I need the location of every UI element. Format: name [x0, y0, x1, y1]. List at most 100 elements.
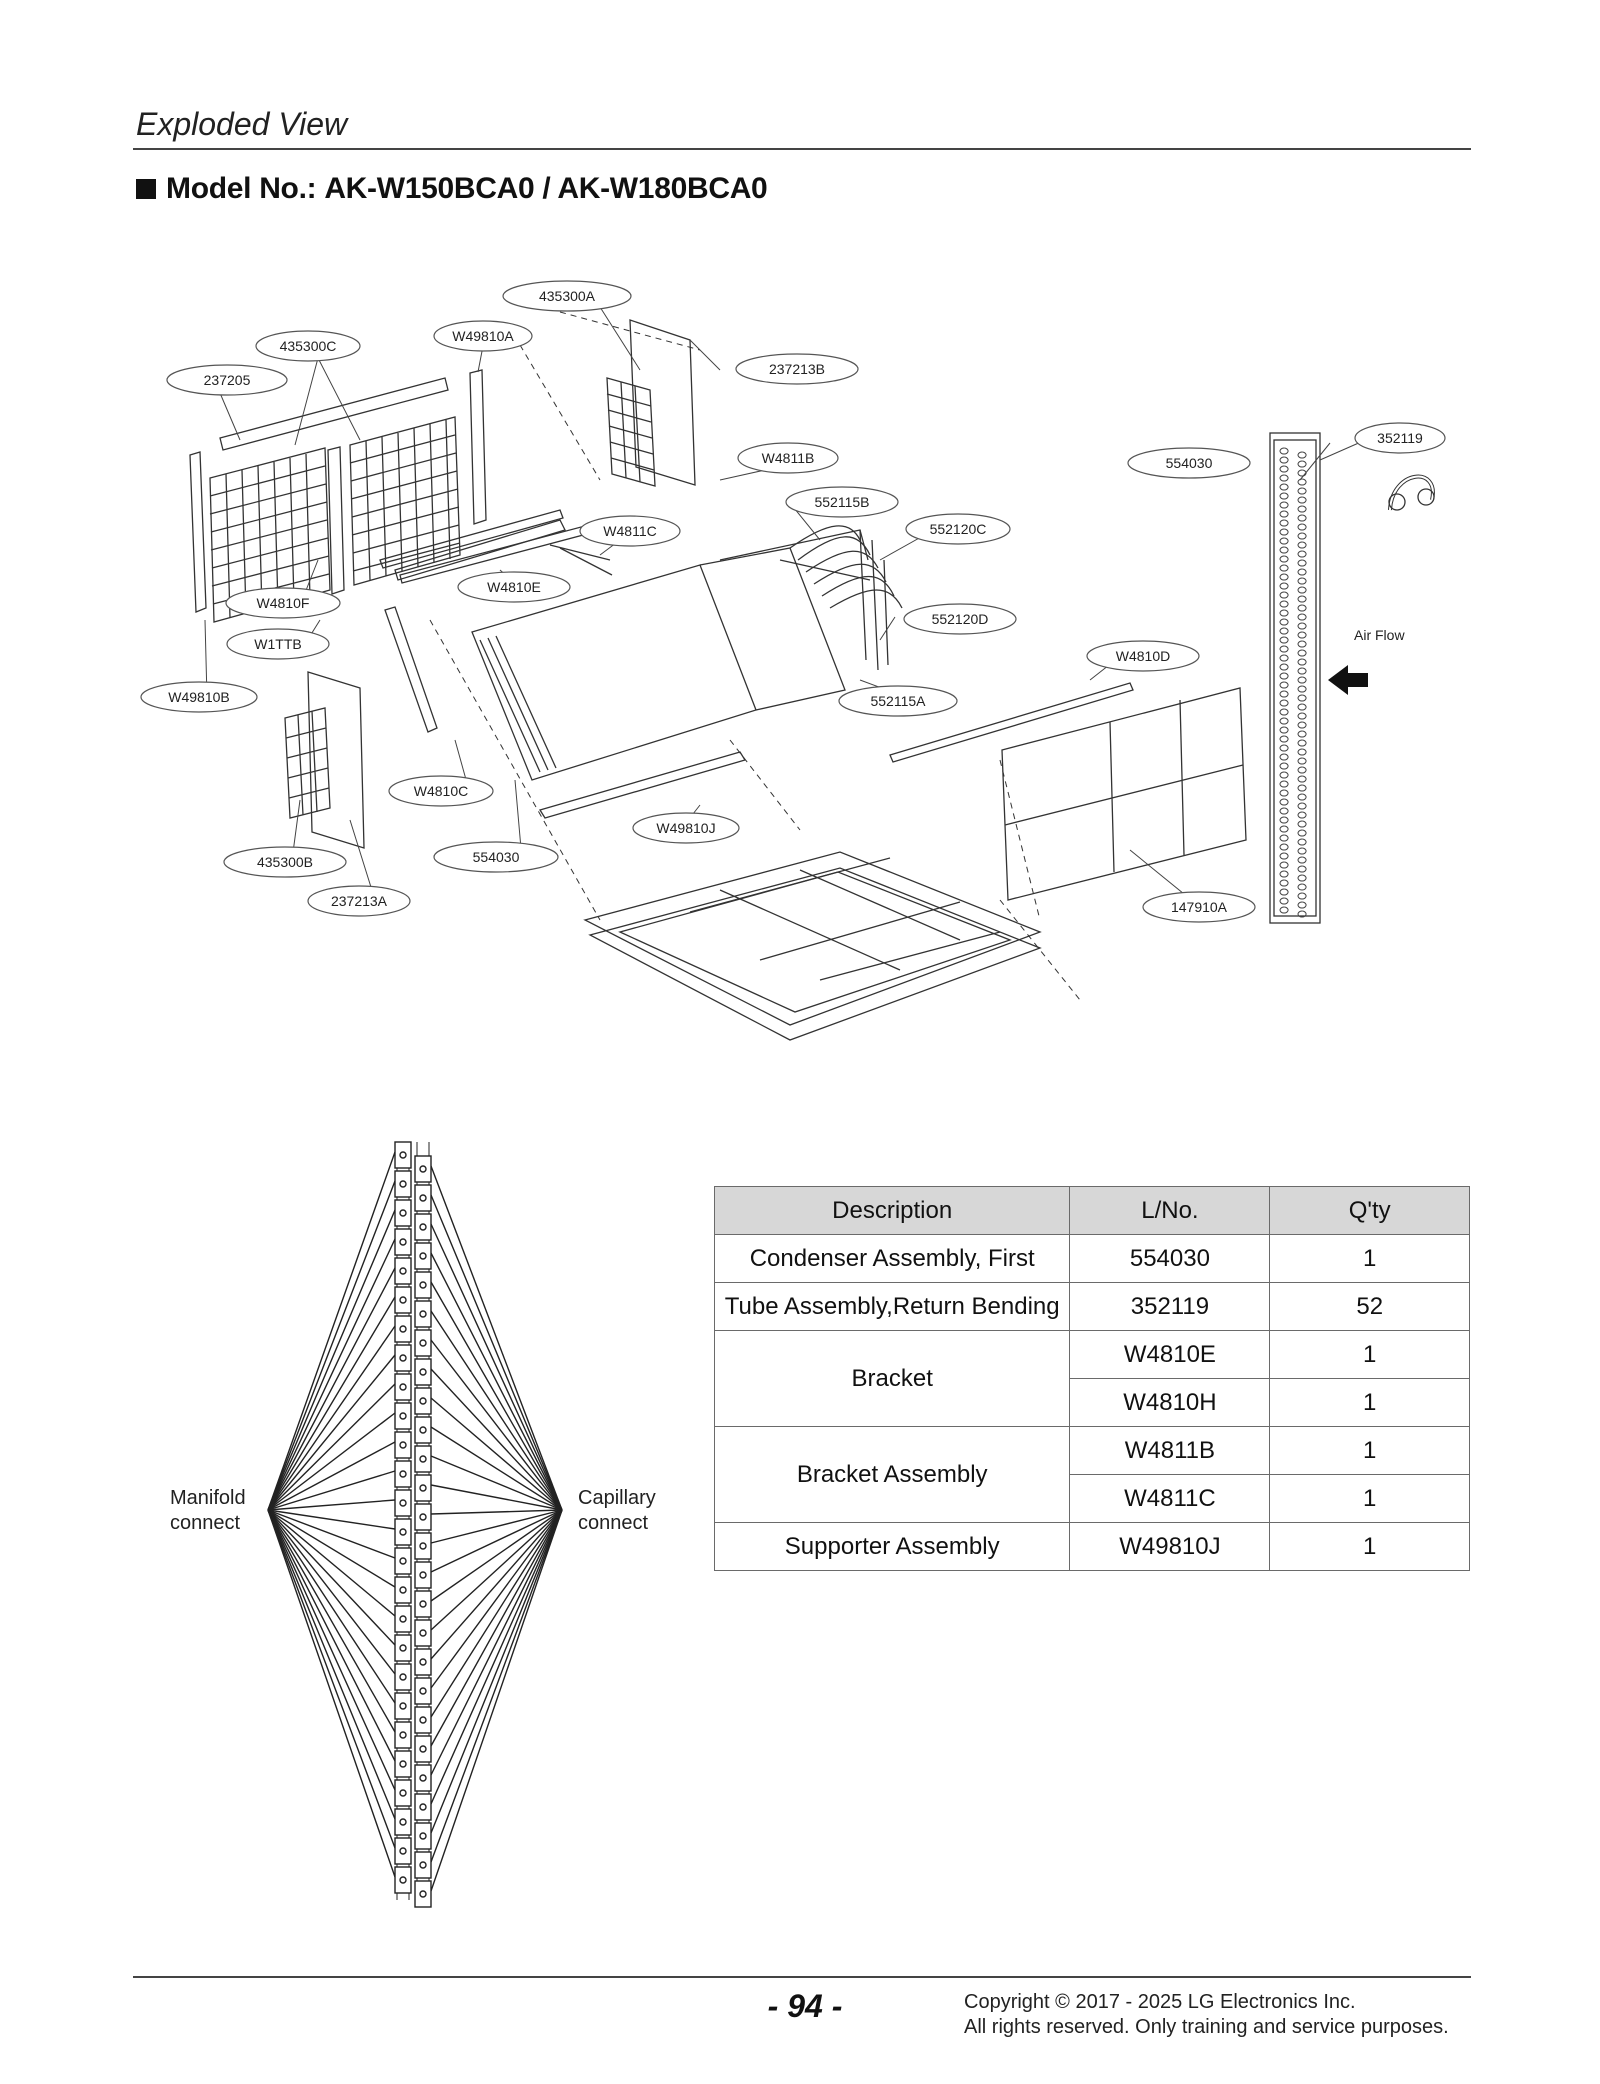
- callout-label: 552120C: [930, 521, 987, 537]
- table-row: Bracket Assembly W4811B 1: [713, 1426, 1470, 1523]
- condenser-end-plate: [1269, 432, 1321, 924]
- callout-label: W49810B: [168, 689, 229, 705]
- table-row: Supporter Assembly W49810J 1: [713, 1522, 1470, 1571]
- callout-label: 552115A: [870, 693, 926, 709]
- air-flow-arrow-icon: [1328, 665, 1368, 695]
- callout-label: 352119: [1377, 430, 1423, 446]
- callout-oval: [1354, 422, 1446, 454]
- callout-label: 552120D: [932, 611, 989, 627]
- callout-label: 237213B: [769, 361, 825, 377]
- cell-lno: 352119: [1069, 1282, 1271, 1331]
- cell-description: Condenser Assembly, First: [713, 1234, 1071, 1283]
- page-number: - 94 -: [767, 1988, 843, 2024]
- bottom-divider: [133, 1976, 1471, 1978]
- callout-oval: [226, 628, 330, 660]
- cell-lno: W4811C: [1069, 1474, 1271, 1523]
- table-row: W4810H 1: [715, 1378, 1470, 1427]
- callout-oval: [433, 841, 559, 873]
- callout-label: 435300C: [280, 338, 337, 354]
- copyright: Copyright © 2017 - 2025 LG Electronics I…: [964, 1990, 1449, 2040]
- table-row: Tube Assembly,Return Bending 352119 52: [713, 1282, 1470, 1331]
- table-row: Bracket W4810E 1: [713, 1330, 1470, 1427]
- callout-oval: [1086, 640, 1200, 672]
- right-side-panel: [1001, 687, 1247, 901]
- top-divider: [133, 148, 1471, 150]
- cell-qty: 1: [1269, 1426, 1470, 1475]
- cell-qty: 1: [1269, 1474, 1470, 1523]
- manifold-diagram: [267, 1141, 563, 1908]
- callout-oval: [905, 513, 1011, 545]
- cell-lno: W4810H: [1069, 1378, 1271, 1427]
- center-mesh-panel: [349, 416, 461, 586]
- callout-label: W4810C: [414, 783, 468, 799]
- capillary-connect-label: Capillary connect: [578, 1486, 656, 1536]
- copyright-line2: All rights reserved. Only training and s…: [964, 2016, 1449, 2038]
- manifold-label-line1: Manifold: [170, 1487, 246, 1509]
- callout-label: W49810J: [656, 820, 715, 836]
- tube-bundle: [789, 525, 903, 671]
- callout-oval: [579, 515, 681, 547]
- callout-label: 552115B: [814, 494, 869, 510]
- callout-label: 554030: [473, 849, 520, 865]
- capillary-label-line2: connect: [578, 1512, 649, 1534]
- cell-qty: 1: [1269, 1522, 1470, 1571]
- callout-label: 435300B: [257, 854, 313, 870]
- callout-label: W4810F: [257, 595, 310, 611]
- table-row: Condenser Assembly, First 554030 1: [713, 1234, 1470, 1283]
- callout-oval: [785, 486, 899, 518]
- parts-table: Description L/No. Q'ty Condenser Assembl…: [713, 1186, 1470, 1571]
- manifold-label-line2: connect: [170, 1512, 241, 1534]
- header-description: Description: [713, 1186, 1071, 1235]
- left-mesh-panel: [209, 447, 331, 623]
- table-header-row: Description L/No. Q'ty: [713, 1186, 1470, 1235]
- base-pan: [583, 851, 1042, 1041]
- right-mesh-panel: [606, 377, 656, 487]
- model-heading: Model No.: AK-W150BCA0 / AK-W180BCA0: [136, 172, 768, 206]
- callout-label: 435300A: [539, 288, 596, 304]
- callout-oval: [255, 330, 361, 362]
- callout-oval: [433, 320, 533, 352]
- manifold-connect-label: Manifold connect: [170, 1486, 246, 1536]
- callout-label: 237205: [204, 372, 251, 388]
- callout-oval: [166, 364, 288, 396]
- cell-description: Tube Assembly,Return Bending: [713, 1282, 1071, 1331]
- section-title: Exploded View: [136, 106, 348, 142]
- callout-oval: [838, 685, 958, 717]
- callout-oval: [388, 775, 494, 807]
- callout-oval: [737, 442, 839, 474]
- exploded-view-diagram: 435300A W49810A 435300C 237213B 237205 352119…: [140, 280, 1446, 1041]
- callout-oval: [225, 587, 341, 619]
- callout-oval: [1127, 447, 1251, 479]
- cell-description: Supporter Assembly: [713, 1522, 1071, 1571]
- callout-oval: [457, 571, 571, 603]
- cell-lno: W49810J: [1069, 1522, 1271, 1571]
- callout-label: W4811C: [603, 523, 656, 539]
- capillary-label-line1: Capillary: [578, 1487, 656, 1509]
- callout-label: W4810D: [1116, 648, 1170, 664]
- callout-oval: [903, 603, 1017, 635]
- model-value: AK-W150BCA0 / AK-W180BCA0: [324, 172, 768, 205]
- table-row: W4811C 1: [715, 1474, 1470, 1523]
- cell-lno: W4810E: [1069, 1330, 1271, 1379]
- callout-label: W4810E: [487, 579, 541, 595]
- callout-oval: [735, 353, 859, 385]
- header-qty: Q'ty: [1269, 1186, 1470, 1235]
- callout-oval: [632, 812, 740, 844]
- cell-qty: 1: [1269, 1330, 1470, 1379]
- callout-label: 554030: [1166, 455, 1213, 471]
- callout-oval: [502, 280, 632, 312]
- copyright-line1: Copyright © 2017 - 2025 LG Electronics I…: [964, 1991, 1356, 2013]
- cell-qty: 1: [1269, 1234, 1470, 1283]
- cell-description: Bracket Assembly: [713, 1426, 1071, 1523]
- callout-label: Air Flow: [1354, 627, 1405, 643]
- cell-qty: 52: [1269, 1282, 1470, 1331]
- header-lno: L/No.: [1069, 1186, 1271, 1235]
- callout-oval: [307, 885, 411, 917]
- model-label: Model No.:: [166, 172, 317, 205]
- cell-lno: W4811B: [1069, 1426, 1271, 1475]
- cell-qty: 1: [1269, 1378, 1470, 1427]
- callout-oval: [223, 846, 347, 878]
- callout-label: W49810A: [452, 328, 514, 344]
- bottom-left-mesh: [284, 707, 331, 819]
- callout-label: 147910A: [1171, 899, 1228, 915]
